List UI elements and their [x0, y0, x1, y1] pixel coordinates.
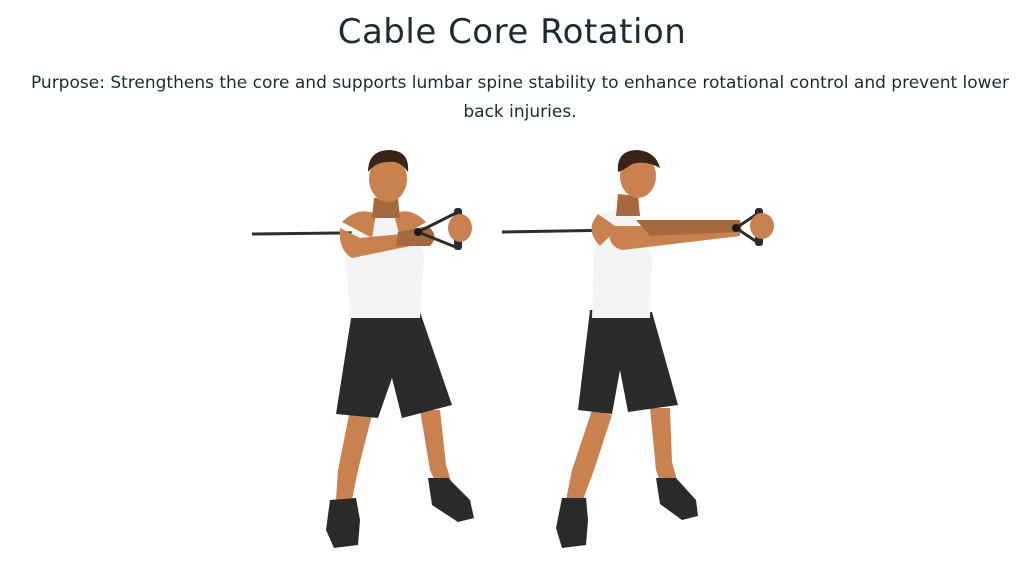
left-shoe — [326, 498, 360, 548]
hand — [448, 214, 472, 242]
start-position-figure — [251, 150, 474, 548]
right-leg — [420, 410, 452, 488]
purpose-text: Purpose: Strengthens the core and suppor… — [30, 73, 1010, 122]
shoulders — [342, 211, 376, 238]
right-arm — [396, 226, 435, 246]
left-leg — [336, 410, 372, 500]
right-arm — [636, 220, 742, 236]
left-shoe — [556, 498, 588, 548]
neck — [616, 194, 640, 216]
page-title: Cable Core Rotation — [337, 12, 687, 52]
neck — [372, 198, 400, 218]
hair — [617, 150, 660, 172]
shorts — [578, 310, 678, 414]
cable-handle — [417, 210, 459, 250]
right-shoe — [656, 478, 698, 520]
right-leg — [650, 408, 678, 488]
rotated-position-figure — [501, 150, 774, 548]
hair — [368, 150, 409, 172]
head — [369, 156, 407, 202]
shoulders — [591, 214, 618, 246]
right-shoe — [428, 478, 474, 522]
hand — [750, 213, 774, 239]
left-leg — [566, 410, 612, 502]
shorts — [336, 312, 452, 418]
